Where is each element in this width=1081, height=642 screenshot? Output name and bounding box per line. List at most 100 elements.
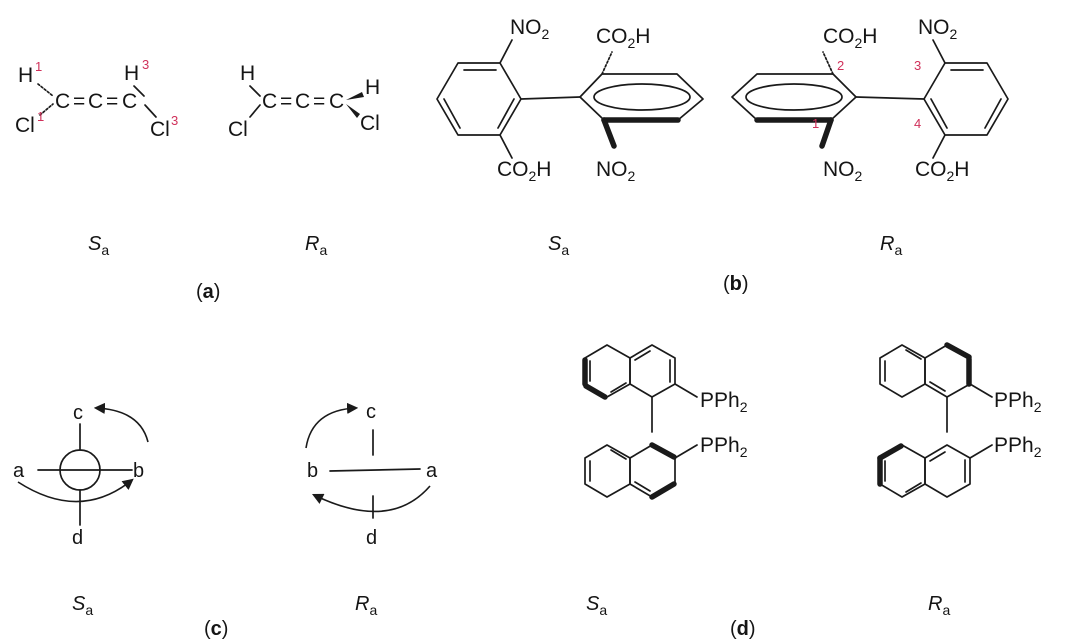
p-bond — [674, 444, 698, 459]
hashed-bond — [39, 103, 54, 116]
co2h-group: CO2H — [915, 158, 969, 184]
atom-c: C — [295, 90, 310, 113]
p-bond — [969, 383, 993, 398]
panel-d: PPh2 PPh2 PPh2 PPh2 Sa Ra — [582, 342, 1042, 640]
substituent-a: a — [426, 460, 438, 482]
bond — [930, 98, 948, 129]
descriptor-label: Ra — [928, 593, 950, 618]
co2h-group: CO2H — [497, 158, 551, 184]
atom-h: H — [18, 64, 33, 87]
bond — [249, 85, 261, 97]
naphthalene-ring — [584, 444, 631, 498]
descriptor-label: Sa — [548, 233, 569, 258]
atom-c: C — [88, 90, 103, 113]
rotation-arrow — [311, 485, 431, 513]
biaryl-bond — [855, 96, 925, 100]
descriptor-label: Ra — [880, 233, 902, 258]
co2h-group: CO2H — [596, 25, 650, 51]
benzene-ring — [436, 62, 522, 136]
atom-h: H — [240, 62, 255, 85]
priority-number-1: 1 — [812, 116, 819, 131]
atom-h: H — [124, 62, 139, 85]
no2-group: NO2 — [918, 16, 958, 42]
bond — [499, 134, 513, 159]
axis-line — [329, 468, 421, 472]
atom-cl: Cl — [360, 112, 380, 135]
benzene-ring-perspective — [731, 73, 857, 121]
bold-bond — [601, 117, 617, 149]
rotation-arrow — [17, 478, 134, 503]
priority-number-1: 1 — [37, 109, 44, 124]
bond — [984, 98, 1002, 129]
hashed-bond — [37, 83, 54, 97]
panel-c-sa-projection: c a b d — [13, 402, 149, 549]
priority-number-3: 3 — [914, 58, 921, 73]
bond — [610, 382, 627, 393]
atom-cl: Cl — [15, 114, 35, 137]
priority-number-1: 1 — [35, 59, 42, 74]
substituent-d: d — [366, 527, 377, 549]
substituent-a: a — [13, 460, 25, 482]
double-bond: = — [280, 90, 292, 113]
panel-a: H 1 Cl 1 C = C = C H 3 Cl 3 H Cl C = C =… — [15, 57, 380, 303]
rotation-arrow — [93, 402, 149, 443]
pph2-group: PPh2 — [994, 434, 1042, 460]
descriptor-label: Sa — [88, 233, 109, 258]
panel-d-sa-binap: PPh2 PPh2 — [582, 344, 748, 500]
panel-a-sa-allene: H 1 Cl 1 C = C = C H 3 Cl 3 — [15, 57, 178, 141]
bond — [443, 98, 461, 129]
rotation-arrow — [305, 402, 359, 449]
bond — [133, 85, 145, 97]
naphthalene-ring — [924, 444, 971, 498]
bond — [932, 39, 946, 64]
no2-group: NO2 — [596, 158, 636, 184]
bond — [905, 482, 922, 493]
panel-b: NO2 CO2H CO2H NO2 CO2H NO2 NO2 CO2H 1 2 … — [436, 16, 1009, 295]
atom-c: C — [122, 90, 137, 113]
panel-letter: (c) — [204, 618, 228, 640]
bond — [634, 350, 651, 361]
atom-c: C — [55, 90, 70, 113]
double-bond: = — [313, 90, 325, 113]
descriptor-label: Ra — [355, 593, 377, 618]
panel-a-ra-allene: H Cl C = C = C H Cl — [228, 62, 380, 141]
atom-c: C — [329, 90, 344, 113]
substituent-d: d — [72, 527, 83, 549]
biaryl-bond — [520, 96, 581, 100]
pph2-group: PPh2 — [700, 434, 748, 460]
bold-bond — [649, 481, 677, 500]
panel-b-sa-biphenyl: NO2 CO2H CO2H NO2 — [436, 16, 704, 184]
bond — [249, 104, 261, 118]
bond — [497, 98, 515, 129]
bond — [929, 451, 946, 462]
bold-bond — [944, 342, 972, 360]
double-bond: = — [73, 90, 85, 113]
priority-number-2: 2 — [837, 58, 844, 73]
bond — [499, 39, 513, 64]
priority-number-3: 3 — [171, 113, 178, 128]
aromatic-circle — [593, 83, 691, 111]
bold-bond — [649, 442, 677, 460]
bold-bond — [819, 117, 834, 149]
pph2-group: PPh2 — [994, 389, 1042, 415]
no2-group: NO2 — [823, 158, 863, 184]
bold-bond — [877, 443, 904, 461]
substituent-b: b — [133, 460, 144, 482]
bond — [932, 134, 946, 159]
substituent-b: b — [307, 460, 318, 482]
benzene-ring-perspective — [579, 73, 704, 121]
descriptor-label: Ra — [305, 233, 327, 258]
hashed-bond — [601, 51, 613, 75]
benzene-ring — [923, 62, 1009, 136]
atom-cl: Cl — [150, 118, 170, 141]
descriptor-label: Sa — [586, 593, 607, 618]
wedge-bond — [346, 104, 360, 118]
panel-b-ra-biphenyl: CO2H NO2 NO2 CO2H 1 2 3 4 — [731, 16, 1009, 184]
wedge-bond — [346, 92, 364, 100]
bold-bond — [583, 383, 608, 400]
bond — [634, 481, 651, 492]
priority-number-4: 4 — [914, 116, 921, 131]
bond — [610, 449, 627, 460]
descriptor-label: Sa — [72, 593, 93, 618]
